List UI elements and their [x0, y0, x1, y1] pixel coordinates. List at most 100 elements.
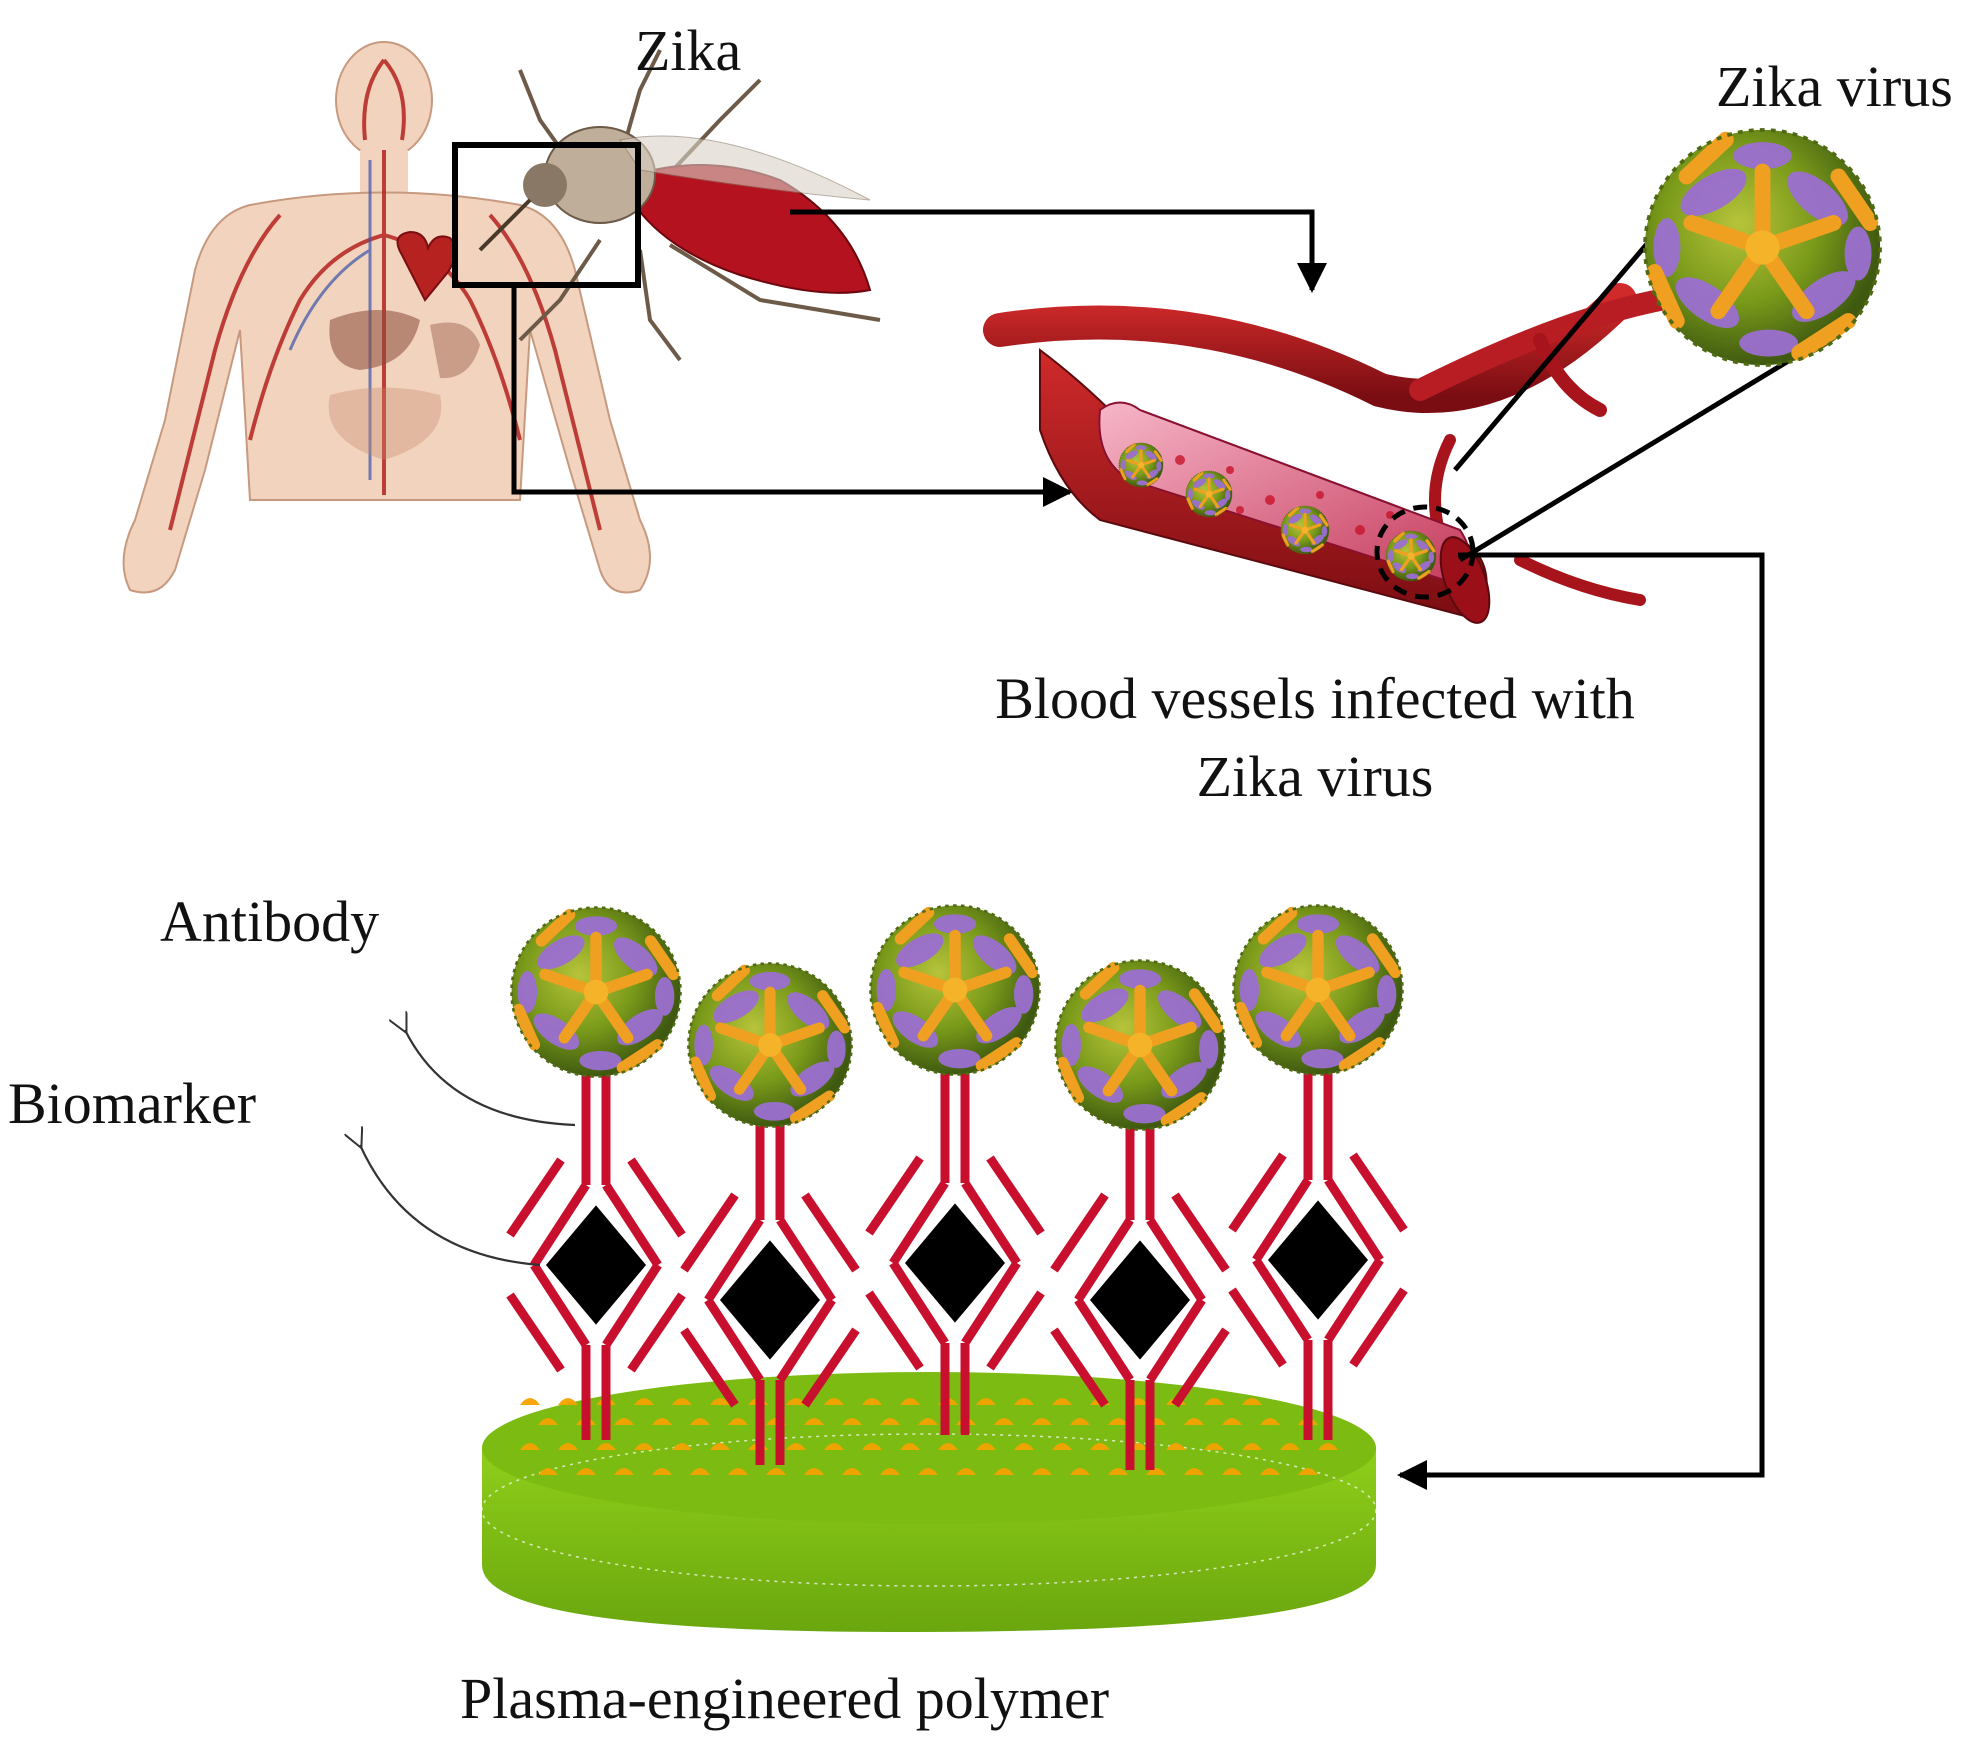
polymer-wave: [1184, 1418, 1204, 1425]
polymer-wave: [1032, 1418, 1052, 1425]
polymer-wave: [672, 1443, 692, 1450]
biomarker-icon: [542, 1200, 650, 1330]
polymer-wave: [538, 1418, 558, 1425]
antibody-light-chain: [801, 1327, 860, 1408]
polymer-wave: [1070, 1418, 1090, 1425]
polymer-wave: [690, 1468, 710, 1475]
polymer-wave: [976, 1398, 996, 1405]
polymer-wave: [1318, 1443, 1338, 1450]
antibody-arm: [1252, 1177, 1312, 1263]
polymer-wave: [634, 1398, 654, 1405]
antibody-light-chain: [1171, 1192, 1230, 1273]
antibody-light-chain: [1050, 1192, 1109, 1273]
polymer-wave: [1222, 1468, 1242, 1475]
antibody-arm: [889, 1180, 949, 1266]
biomarker-icon: [1264, 1195, 1372, 1325]
polymer-wave: [652, 1418, 672, 1425]
biomarker-label: Biomarker: [8, 1071, 257, 1136]
polymer-wave: [558, 1398, 578, 1405]
polymer-wave: [1108, 1468, 1128, 1475]
antibody-arm: [1252, 1257, 1312, 1343]
biomarker-icon: [716, 1235, 824, 1365]
arrow-mosquito-to-vessel: [790, 209, 1327, 293]
zoom-line: [1458, 357, 1792, 563]
polymer-wave: [786, 1443, 806, 1450]
polymer-wave: [520, 1398, 540, 1405]
polymer-wave: [880, 1468, 900, 1475]
polymer-wave: [1184, 1468, 1204, 1475]
polymer-wave: [1070, 1468, 1090, 1475]
polymer-wave: [634, 1443, 654, 1450]
polymer-wave: [520, 1443, 540, 1450]
polymer-disc-icon: [481, 1372, 1377, 1632]
antibody-arm: [704, 1297, 764, 1383]
polymer-wave: [1298, 1468, 1318, 1475]
polymer-wave: [538, 1468, 558, 1475]
polymer-wave: [824, 1398, 844, 1405]
antibody-arm: [602, 1182, 662, 1268]
bound-zika-virus-icon: [871, 906, 1040, 1075]
polymer-wave: [994, 1418, 1014, 1425]
antibody-light-chain: [1349, 1152, 1408, 1233]
polymer-wave: [576, 1468, 596, 1475]
antibody-arm: [1074, 1297, 1134, 1383]
polymer-wave: [1204, 1398, 1224, 1405]
polymer-wave: [1032, 1468, 1052, 1475]
polymer-wave: [842, 1468, 862, 1475]
zoom-box: [452, 142, 641, 288]
polymer-wave: [596, 1443, 616, 1450]
antibody-arm: [1146, 1217, 1206, 1303]
polymer-wave: [900, 1398, 920, 1405]
antibody-arm: [1074, 1217, 1134, 1303]
polymer-label: Plasma-engineered polymer: [460, 1666, 1110, 1731]
polymer-wave: [862, 1443, 882, 1450]
polymer-wave: [842, 1418, 862, 1425]
antibody-arm: [961, 1180, 1021, 1266]
antibody-arm: [961, 1260, 1021, 1346]
biomarker-icon: [901, 1198, 1009, 1328]
polymer-wave: [1242, 1443, 1262, 1450]
antibody-arm: [704, 1217, 764, 1303]
bound-zika-virus-icon: [688, 963, 851, 1126]
arrow-body-to-vessel: [511, 285, 1073, 507]
polymer-wave: [766, 1468, 786, 1475]
polymer-wave: [918, 1468, 938, 1475]
antibody-light-chain: [680, 1192, 739, 1273]
polymer-wave: [804, 1468, 824, 1475]
polymer-texture: [520, 1398, 1338, 1475]
blood-vessels-label: Blood vessels infected with Zika virus: [995, 666, 1635, 809]
polymer-wave: [1052, 1398, 1072, 1405]
polymer-wave: [728, 1468, 748, 1475]
zika-virus-icon: [1645, 130, 1880, 365]
antibody-arm: [1324, 1257, 1384, 1343]
vessel-virus-icon: [1185, 470, 1233, 518]
polymer-wave: [880, 1418, 900, 1425]
polymer-wave: [804, 1418, 824, 1425]
polymer-wave: [672, 1398, 692, 1405]
zoom-line: [1453, 203, 1682, 472]
antibody-arm: [776, 1217, 836, 1303]
vessel-virus-icon: [1385, 530, 1437, 582]
polymer-wave: [1108, 1418, 1128, 1425]
polymer-wave: [614, 1468, 634, 1475]
antibody-light-chain: [801, 1192, 860, 1273]
polymer-wave: [900, 1443, 920, 1450]
zika-virus-label: Zika virus: [1716, 54, 1953, 119]
polymer-wave: [1014, 1398, 1034, 1405]
polymer-wave: [1204, 1443, 1224, 1450]
antibody-arm: [1146, 1297, 1206, 1383]
blood-vessel-icon: [983, 283, 1671, 624]
antibody-light-chain: [1171, 1327, 1230, 1408]
antibody-light-chain: [627, 1157, 686, 1238]
antibody-light-chain: [986, 1290, 1045, 1371]
antibody-arm: [602, 1262, 662, 1348]
polymer-wave: [1052, 1443, 1072, 1450]
antibody-light-chain: [986, 1155, 1045, 1236]
polymer-wave: [710, 1398, 730, 1405]
zika-label: Zika: [635, 18, 742, 83]
polymer-wave: [690, 1418, 710, 1425]
antibody-light-chain: [1349, 1287, 1408, 1368]
polymer-wave: [1260, 1468, 1280, 1475]
polymer-wave: [976, 1443, 996, 1450]
antibody-light-chain: [865, 1290, 924, 1371]
